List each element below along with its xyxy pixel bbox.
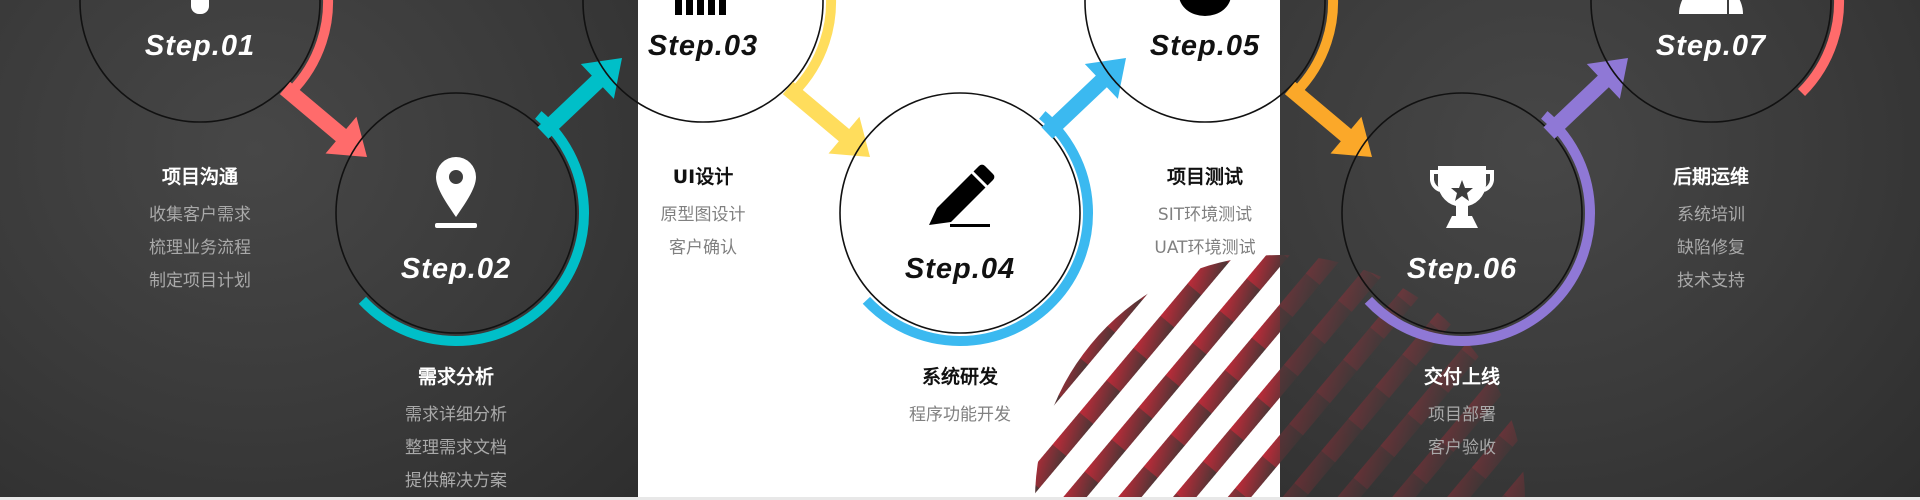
bar-chart-icon	[675, 0, 726, 15]
step-title: 项目沟通	[161, 166, 238, 188]
step-task: 制定项目计划	[149, 271, 251, 291]
step-progress-arc	[286, 0, 333, 97]
step-task: 系统培训	[1676, 205, 1745, 225]
step-task: 客户验收	[1427, 438, 1496, 458]
step-title: 系统研发	[921, 366, 998, 388]
step-task: 程序功能开发	[909, 405, 1011, 425]
step-circle	[839, 92, 1081, 334]
step-description: 后期运维系统培训缺陷修复技术支持	[1673, 162, 1749, 298]
step-label: Step.03	[647, 30, 759, 62]
step-label: Step.02	[400, 253, 512, 285]
lightbulb-icon	[191, 0, 209, 14]
step-circle	[1341, 92, 1583, 334]
step-task: 缺陷修复	[1676, 238, 1745, 258]
arrow-down-icon	[279, 81, 367, 157]
arrow-down-icon	[782, 81, 870, 157]
dark-panel-left	[0, 0, 638, 497]
step-circle	[335, 92, 577, 334]
step-task: 项目部署	[1427, 405, 1496, 425]
step-title: UI设计	[672, 166, 734, 188]
step-progress-arc	[358, 111, 589, 346]
pencil-icon	[929, 164, 995, 227]
step-label: Step.06	[1406, 253, 1518, 285]
step-description: 系统研发程序功能开发	[909, 362, 1011, 432]
step-title: 交付上线	[1423, 366, 1501, 388]
step-task: 原型图设计	[660, 205, 746, 225]
step-label: Step.05	[1149, 30, 1261, 62]
arrow-up-icon	[537, 58, 622, 139]
bottom-edge	[0, 497, 1920, 500]
step-description: 交付上线项目部署客户验收	[1424, 362, 1500, 465]
step-description: UI设计原型图设计客户确认	[661, 162, 746, 265]
step-task: 收集客户需求	[149, 205, 251, 225]
location-pin-icon	[435, 157, 477, 228]
step-task: 客户确认	[669, 238, 737, 258]
step-label: Step.01	[144, 30, 256, 62]
arrow-down-icon	[1284, 81, 1372, 157]
step-progress-arc	[789, 0, 836, 97]
step-circle	[79, 0, 321, 123]
step-description: 项目测试 SIT环境测试 UAT环境测试	[1154, 162, 1255, 265]
step-title: 后期运维	[1672, 166, 1750, 188]
step-circle	[1084, 0, 1326, 123]
step-progress-arc	[862, 111, 1093, 346]
step-progress-arc	[1797, 0, 1844, 97]
step-task: 技术支持	[1676, 271, 1745, 291]
step-task: 整理需求文档	[405, 438, 507, 458]
user-icon	[1679, 0, 1743, 14]
step-progress-arc	[1291, 0, 1338, 97]
step-task: 提供解决方案	[405, 471, 507, 491]
step-label: Step.04	[904, 253, 1016, 285]
step-task: SIT环境测试	[1157, 205, 1253, 225]
arrow-up-icon	[1543, 58, 1628, 139]
circle-icon	[1179, 0, 1231, 16]
step-circle	[1590, 0, 1832, 123]
step-title: 需求分析	[417, 366, 494, 388]
step-label: Step.07	[1655, 30, 1767, 62]
step-progress-arc	[1364, 111, 1595, 346]
step-title: 项目测试	[1166, 166, 1244, 188]
step-circle	[582, 0, 824, 123]
decorative-stripes	[1035, 255, 1525, 500]
step-task: 需求详细分析	[405, 405, 507, 425]
step-description: 需求分析需求详细分析整理需求文档提供解决方案	[405, 362, 507, 498]
step-description: 项目沟通收集客户需求梳理业务流程制定项目计划	[149, 162, 251, 298]
step-task: UAT环境测试	[1154, 238, 1256, 258]
arrow-up-icon	[1041, 58, 1126, 139]
trophy-icon	[1430, 166, 1494, 228]
step-task: 梳理业务流程	[149, 238, 251, 258]
